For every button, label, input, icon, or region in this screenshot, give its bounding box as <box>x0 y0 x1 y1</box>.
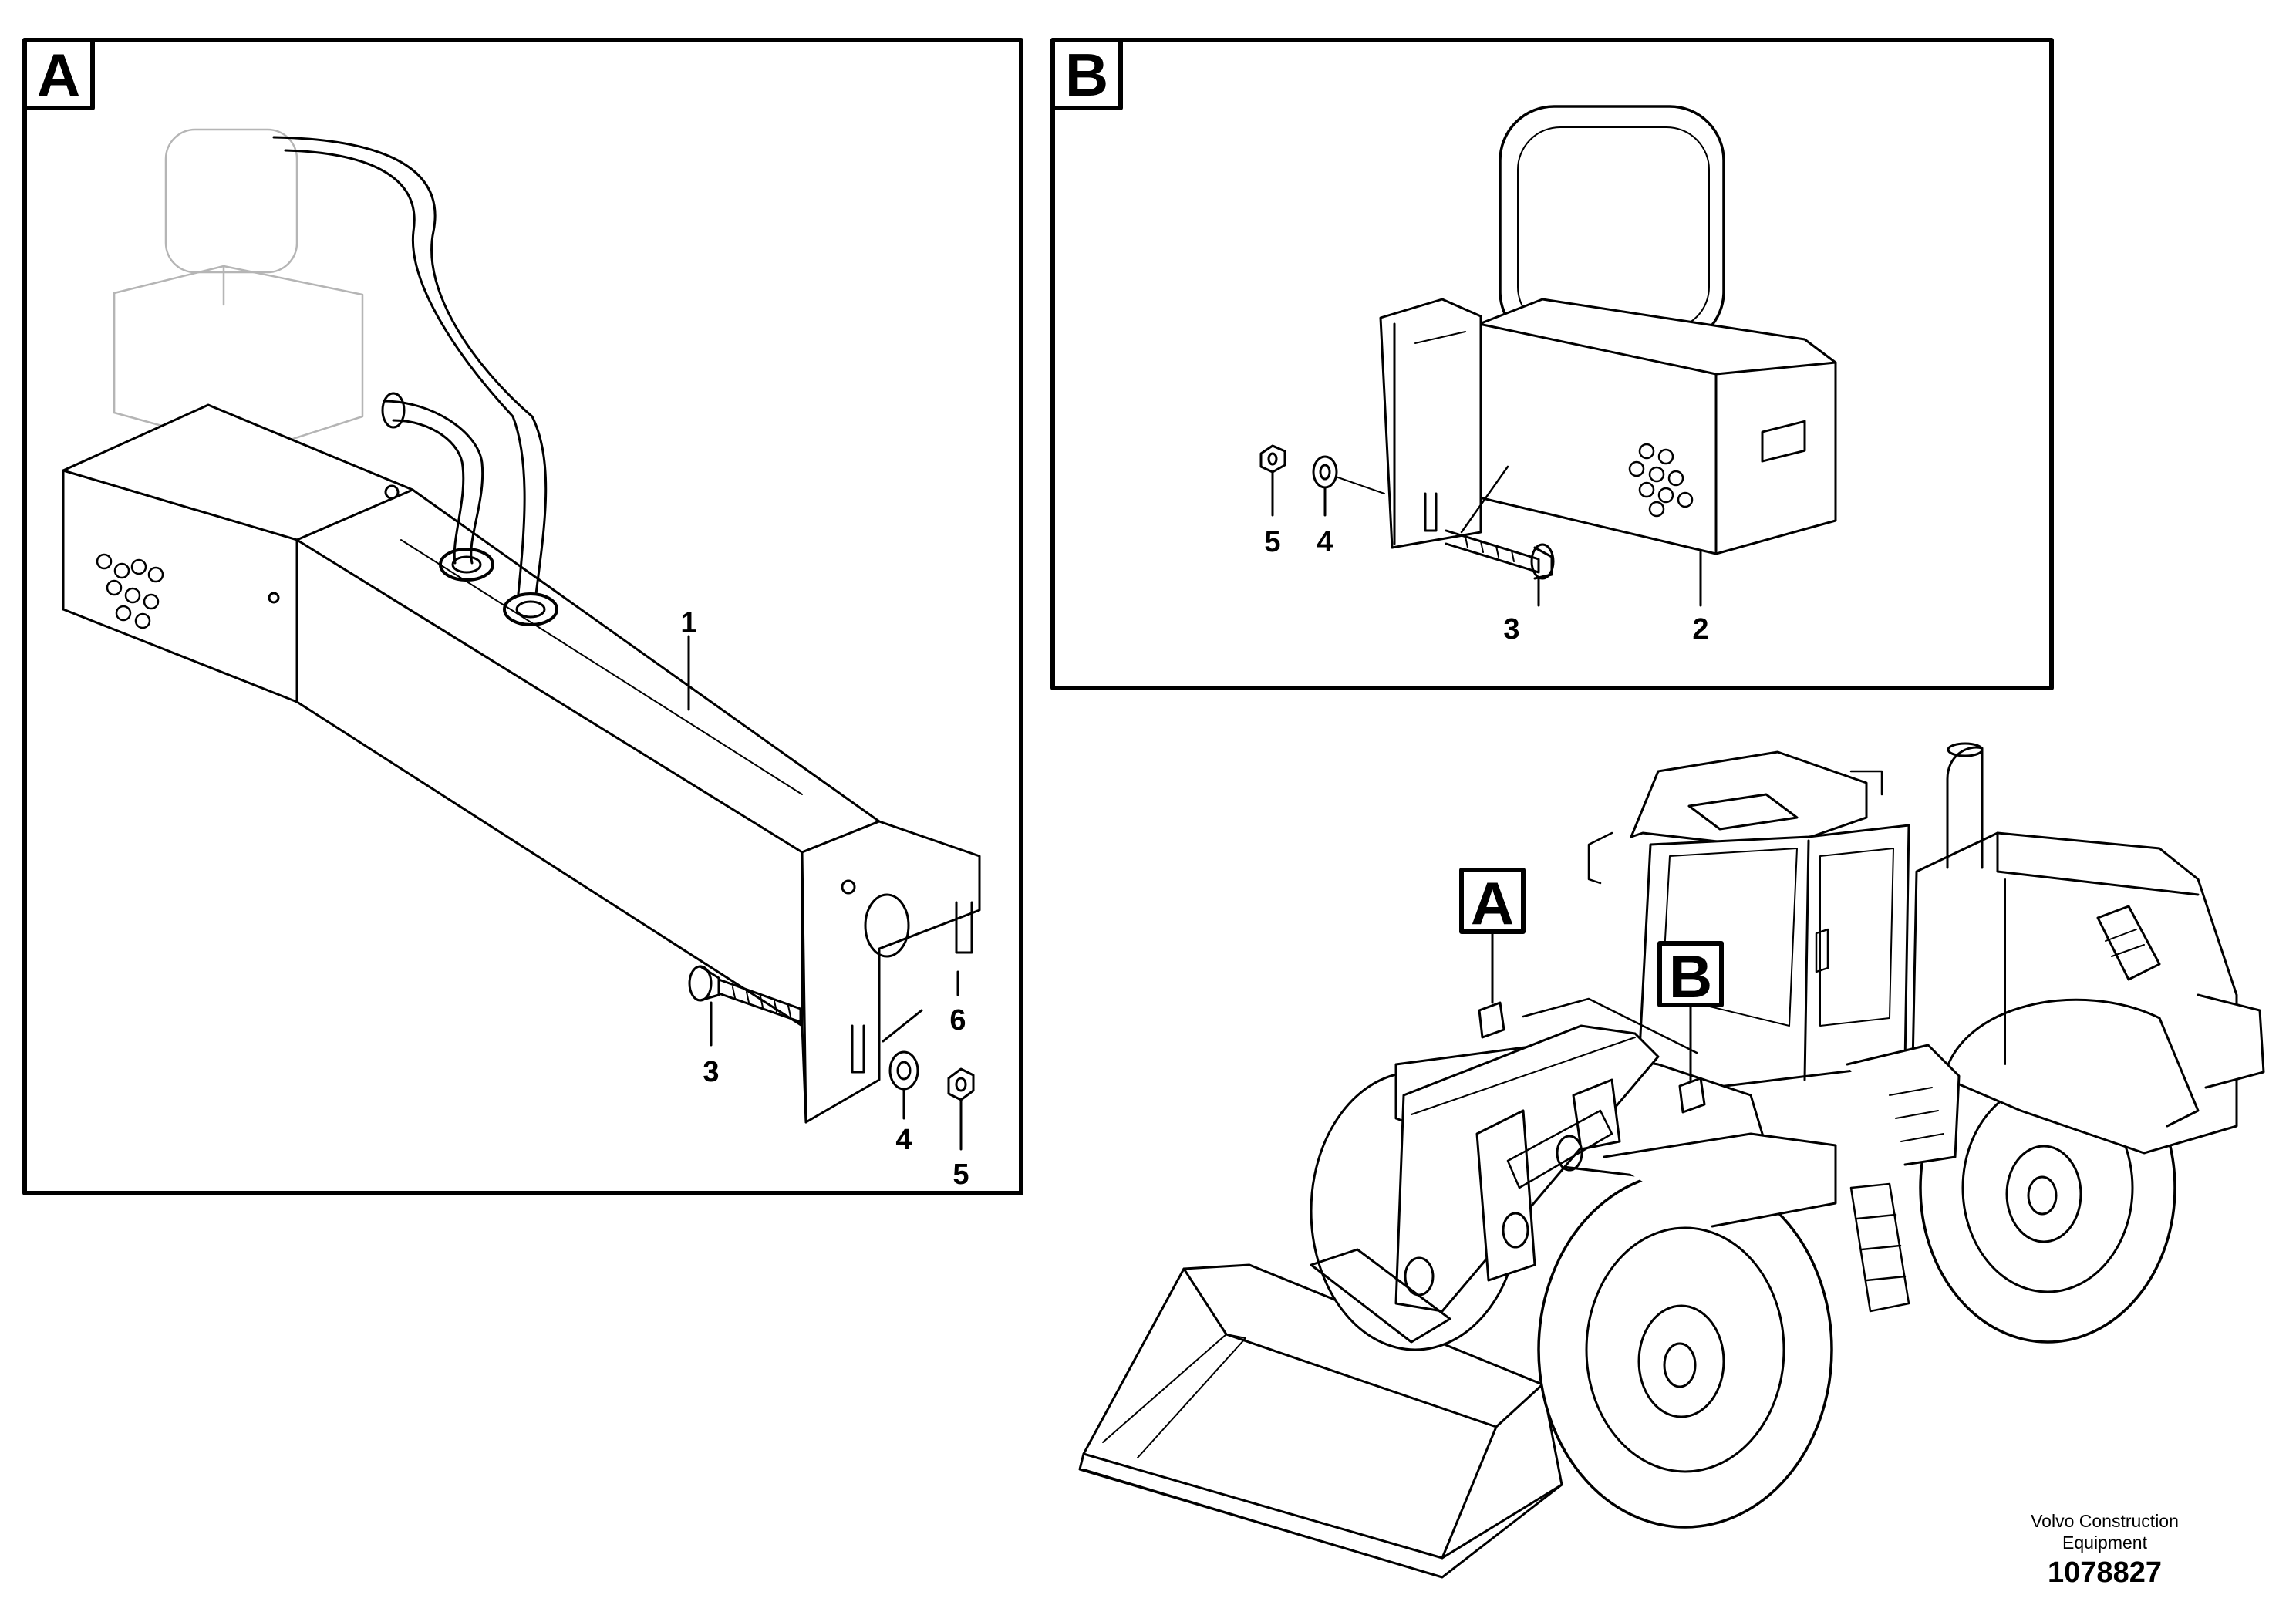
beacon-lamp-ghost <box>113 128 364 453</box>
brand-line-1: Volvo Construction <box>2031 1511 2179 1531</box>
washer-a <box>888 1050 919 1091</box>
callout-a-3: 3 <box>703 1056 719 1088</box>
front-wheel <box>1537 1171 1833 1529</box>
callout-a-5: 5 <box>952 1158 969 1191</box>
panel-b-frame <box>1050 38 2054 690</box>
vent-holes <box>96 553 164 629</box>
bucket <box>1078 1263 1563 1579</box>
washer-b <box>1312 455 1338 489</box>
wheel-loader: A B <box>1078 742 2265 1579</box>
callout-a-4: 4 <box>895 1124 912 1156</box>
bolt-a <box>688 965 802 1023</box>
marker-b-letter: B <box>1669 943 1712 1010</box>
callout-a-1: 1 <box>680 607 696 639</box>
marker-b: B <box>1657 941 1724 1114</box>
callout-a-6: 6 <box>949 1004 966 1037</box>
marker-a-letter: A <box>1471 869 1514 937</box>
cable-a <box>272 136 548 595</box>
brand-label: Volvo Construction Equipment <box>1974 1510 2236 1553</box>
panel-b-letter: B <box>1065 41 1108 109</box>
mounting-plate-b <box>1379 298 1509 549</box>
brand-line-2: Equipment <box>2062 1533 2147 1553</box>
grommet-1 <box>439 548 494 582</box>
mounting-plate-a <box>62 403 414 703</box>
vent-holes-b <box>1628 443 1694 518</box>
callout-b-5: 5 <box>1264 526 1280 558</box>
panel-a-letter-box <box>22 38 95 110</box>
leaders-b <box>1271 470 1702 607</box>
panel-a-frame <box>22 38 1023 1195</box>
callout-b-2: 2 <box>1692 613 1708 646</box>
panel-a-letter: A <box>37 41 80 109</box>
marker-a: A <box>1459 868 1526 1039</box>
grommet-2 <box>503 592 558 626</box>
panel-a: A <box>22 38 1023 1195</box>
lamp-housing-b <box>1478 298 1837 555</box>
access-stairs <box>1849 1182 1910 1313</box>
cab <box>1587 750 1910 1089</box>
nut-b <box>1259 444 1286 474</box>
engine-hood <box>1911 742 2265 1155</box>
lift-arm <box>1310 1024 1660 1344</box>
panel-b-letter-box <box>1050 38 1123 110</box>
bracket-beam <box>295 488 981 1124</box>
bolt-b <box>1445 529 1555 580</box>
document-number: 1078827 <box>2048 1556 2162 1589</box>
callout-b-4: 4 <box>1317 526 1333 558</box>
leaders-a <box>687 635 963 1151</box>
panel-b: B <box>1050 38 2054 690</box>
nut-a <box>947 1067 975 1101</box>
callout-b-3: 3 <box>1503 613 1519 646</box>
